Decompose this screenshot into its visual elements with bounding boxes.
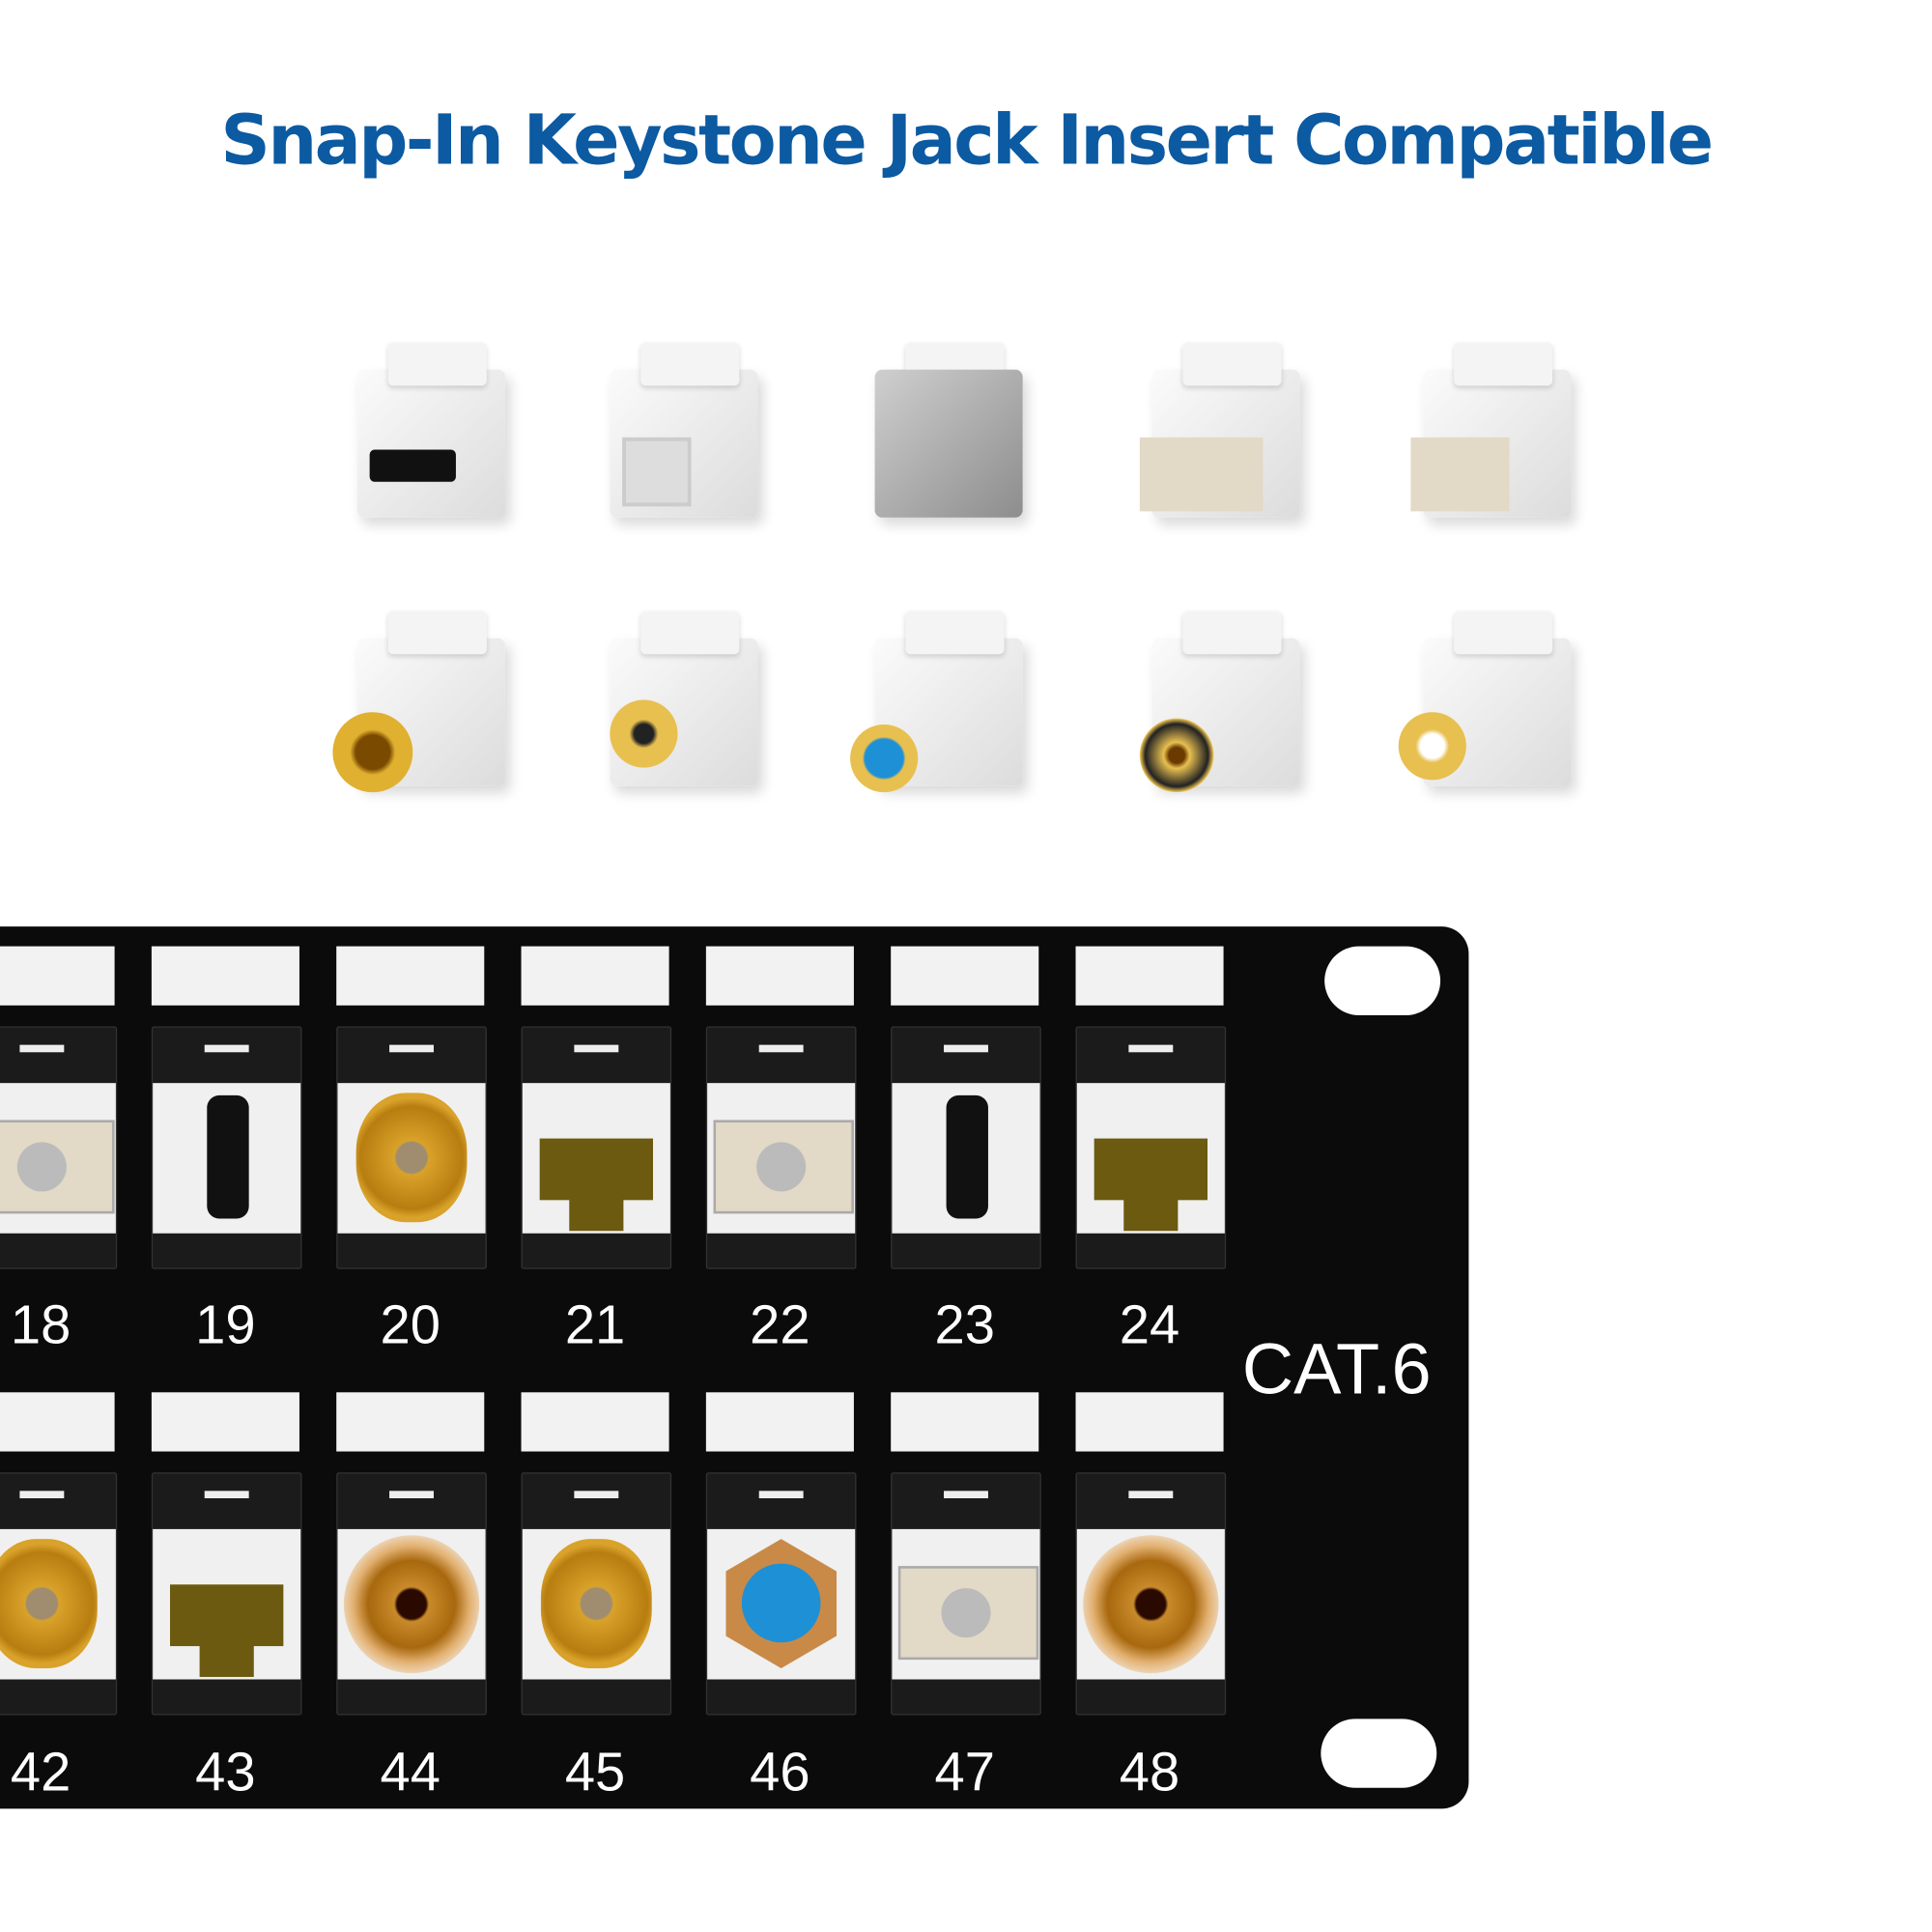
sc-icon <box>707 1083 856 1234</box>
binding-post-keystone-icon <box>1127 601 1324 804</box>
sc-icon <box>0 1083 116 1234</box>
latch <box>1128 1044 1174 1053</box>
jack-sc-port <box>0 1026 118 1269</box>
port-label-strip <box>705 1392 854 1452</box>
port-number: 47 <box>934 1742 995 1804</box>
rca-white-keystone-icon <box>1398 601 1596 804</box>
jack-binding-port <box>336 1026 487 1269</box>
port-label-strip <box>891 1392 1039 1452</box>
port-label-strip <box>705 946 854 1006</box>
hdmi-icon <box>892 1083 1040 1234</box>
port-number: 44 <box>380 1742 440 1804</box>
jack-rca-port <box>1075 1472 1227 1716</box>
lc-duplex-fiber-keystone-icon <box>1127 332 1324 535</box>
cat6-icon <box>153 1528 301 1680</box>
mounting-hole <box>1324 946 1441 1016</box>
port-number: 42 <box>10 1742 71 1804</box>
latch <box>19 1044 65 1053</box>
latch <box>1128 1491 1174 1499</box>
latch <box>574 1044 619 1053</box>
jack-sc-port <box>891 1472 1041 1716</box>
f-type-coax-keystone-icon <box>850 601 1047 804</box>
latch <box>204 1491 249 1499</box>
sc-fiber-keystone-icon <box>1399 332 1596 535</box>
jack-rca-port <box>336 1472 487 1716</box>
port-label-strip <box>1075 1392 1224 1452</box>
jack-hdmi-port <box>151 1026 302 1269</box>
rca-icon <box>337 1528 486 1680</box>
latch <box>389 1044 434 1053</box>
port-number: 45 <box>564 1742 626 1804</box>
hdmi-icon <box>153 1083 301 1234</box>
binding-icon <box>337 1083 486 1234</box>
rca-keystone-icon <box>585 601 782 804</box>
port-number: 18 <box>10 1294 71 1356</box>
port-number: 46 <box>750 1742 810 1804</box>
port-number: 21 <box>564 1294 626 1356</box>
ftype-icon <box>707 1528 856 1680</box>
jack-sc-port <box>705 1026 857 1269</box>
latch <box>758 1044 804 1053</box>
jack-cat6-port <box>151 1472 302 1716</box>
port-number: 19 <box>195 1294 256 1356</box>
port-number: 43 <box>195 1742 256 1804</box>
port-label-strip <box>0 946 115 1006</box>
jack-binding-port <box>521 1472 672 1716</box>
panel-label: CAT.6 <box>1241 1329 1432 1410</box>
cat6a-shielded-keystone-icon <box>850 332 1047 535</box>
cat6-icon <box>1076 1083 1225 1234</box>
latch <box>944 1044 988 1053</box>
headline: Snap-In Keystone Jack Insert Compatible <box>220 100 1714 182</box>
port-label-strip <box>891 946 1039 1006</box>
latch <box>758 1491 804 1499</box>
port-label-strip <box>0 1392 115 1452</box>
jack-cat6-port <box>521 1026 672 1269</box>
binding-icon <box>522 1528 670 1680</box>
port-label-strip <box>151 946 299 1006</box>
latch <box>944 1491 988 1499</box>
patch-panel: 18 19 20 21 22 23 24 42 43 44 45 46 47 48 <box>0 926 1469 1809</box>
mounting-hole <box>1321 1719 1437 1788</box>
bnc-keystone-icon <box>332 601 529 804</box>
latch <box>574 1491 619 1499</box>
port-number: 20 <box>380 1294 440 1356</box>
jack-hdmi-port <box>891 1026 1041 1269</box>
port-label-strip <box>521 946 669 1006</box>
port-label-strip <box>336 946 485 1006</box>
jack-ftype-port <box>705 1472 857 1716</box>
port-label-strip <box>521 1392 669 1452</box>
latch <box>19 1491 65 1499</box>
port-number: 48 <box>1119 1742 1180 1804</box>
port-number: 23 <box>934 1294 995 1356</box>
jack-binding-port <box>0 1472 118 1716</box>
port-label-strip <box>151 1392 299 1452</box>
port-label-strip <box>1075 946 1224 1006</box>
port-number: 24 <box>1119 1294 1180 1356</box>
port-number: 22 <box>750 1294 810 1356</box>
hdmi-keystone-icon <box>332 332 529 535</box>
rca-icon <box>1076 1528 1225 1680</box>
latch <box>389 1491 434 1499</box>
sc-icon <box>892 1528 1040 1680</box>
binding-icon <box>0 1528 116 1680</box>
cat6-keystone-icon <box>585 332 782 535</box>
latch <box>204 1044 249 1053</box>
cat6-icon <box>522 1083 670 1234</box>
port-label-strip <box>336 1392 485 1452</box>
jack-cat6-port <box>1075 1026 1227 1269</box>
